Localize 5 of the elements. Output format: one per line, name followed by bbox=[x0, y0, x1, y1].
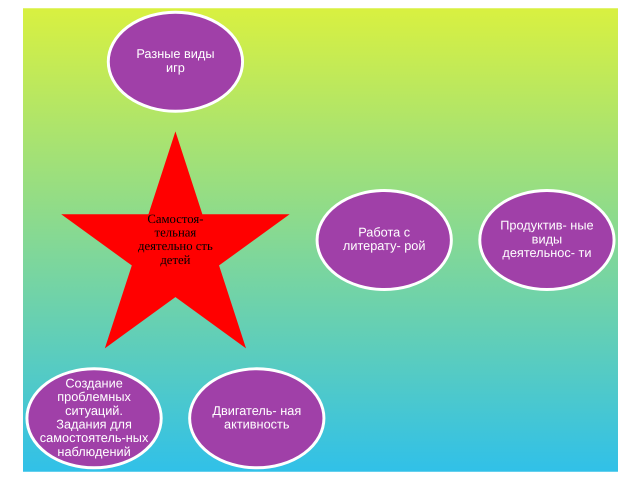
node-ellipse: Двигатель- ная активность bbox=[188, 367, 325, 470]
node-ellipse: Создание проблемных ситуаций. Задания для самостоятель-ных наблюдений bbox=[24, 367, 162, 470]
node-ellipse: Продуктив- ные виды деятельнос- ти bbox=[478, 189, 616, 291]
node-ellipse: Работа с литерату- рой bbox=[315, 189, 452, 291]
node-ellipse: Разные виды игр bbox=[106, 10, 244, 113]
